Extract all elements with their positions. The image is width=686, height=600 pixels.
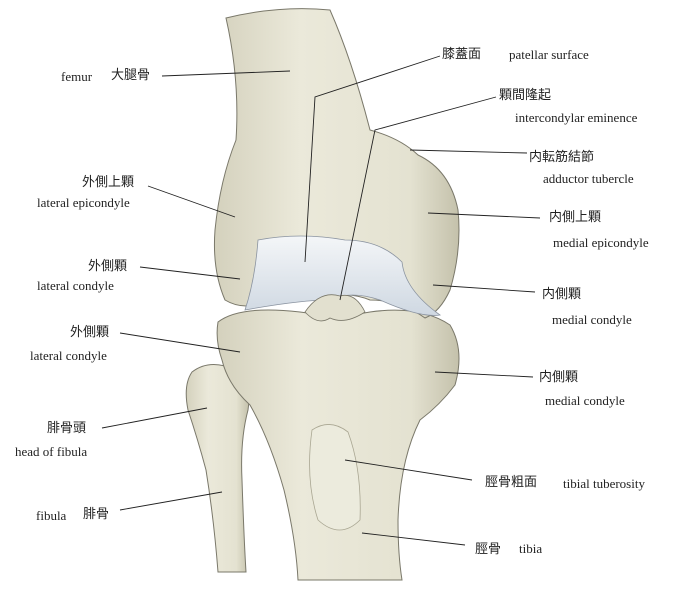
patellar-surface-cartilage bbox=[244, 235, 442, 316]
femur-label-en: femur bbox=[61, 69, 93, 84]
patellar-surface-label-jp: 膝蓋面 bbox=[442, 47, 482, 62]
intercondylar-eminence-label-en: intercondylar eminence bbox=[515, 110, 638, 125]
medial-epicondyle-label-jp: 内側上顆 bbox=[549, 210, 602, 225]
lateral-epicondyle-label-en: lateral epicondyle bbox=[37, 195, 130, 210]
tibia-medial-condyle-label-jp: 内側顆 bbox=[539, 370, 579, 385]
lateral-epicondyle-label-jp: 外側上顆 bbox=[82, 175, 135, 190]
fibula-label-jp: 腓骨 bbox=[83, 507, 110, 522]
tibia-lateral-condyle-label-jp: 外側顆 bbox=[70, 325, 110, 340]
femur-medial-condyle-label-jp: 内側顆 bbox=[542, 287, 582, 302]
fibula-label-en: fibula bbox=[36, 508, 67, 523]
head-of-fibula-label-jp: 腓骨頭 bbox=[47, 421, 87, 436]
tibia-lateral-condyle-label-en: lateral condyle bbox=[30, 348, 107, 363]
tibia-label-en: tibia bbox=[519, 541, 543, 556]
tibia-label-jp: 脛骨 bbox=[475, 542, 502, 557]
medial-epicondyle-label-en: medial epicondyle bbox=[553, 235, 649, 250]
femur-lateral-condyle-label-jp: 外側顆 bbox=[88, 259, 128, 274]
tibial-tuberosity-label-jp: 脛骨粗面 bbox=[485, 475, 538, 490]
adductor-tubercle-label-jp: 内転筋結節 bbox=[529, 150, 595, 165]
tibial-tuberosity-label-en: tibial tuberosity bbox=[563, 476, 645, 491]
adductor-tubercle-label-en: adductor tubercle bbox=[543, 171, 634, 186]
fibula-bone bbox=[185, 364, 250, 573]
femur-lateral-condyle-label-en: lateral condyle bbox=[37, 278, 114, 293]
head-of-fibula-label-en: head of fibula bbox=[15, 444, 88, 459]
intercondylar-eminence-label-jp: 顆間隆起 bbox=[499, 88, 552, 103]
tibia-medial-condyle-label-en: medial condyle bbox=[545, 393, 625, 408]
patellar-surface-label-en: patellar surface bbox=[509, 47, 589, 62]
leader-lines bbox=[101, 55, 541, 546]
intercondylar-eminence-shape bbox=[304, 294, 366, 322]
tibial-tuberosity-shape bbox=[309, 424, 361, 531]
femur-label-jp: 大腿骨 bbox=[111, 68, 151, 83]
femur-medial-condyle-label-en: medial condyle bbox=[552, 312, 632, 327]
